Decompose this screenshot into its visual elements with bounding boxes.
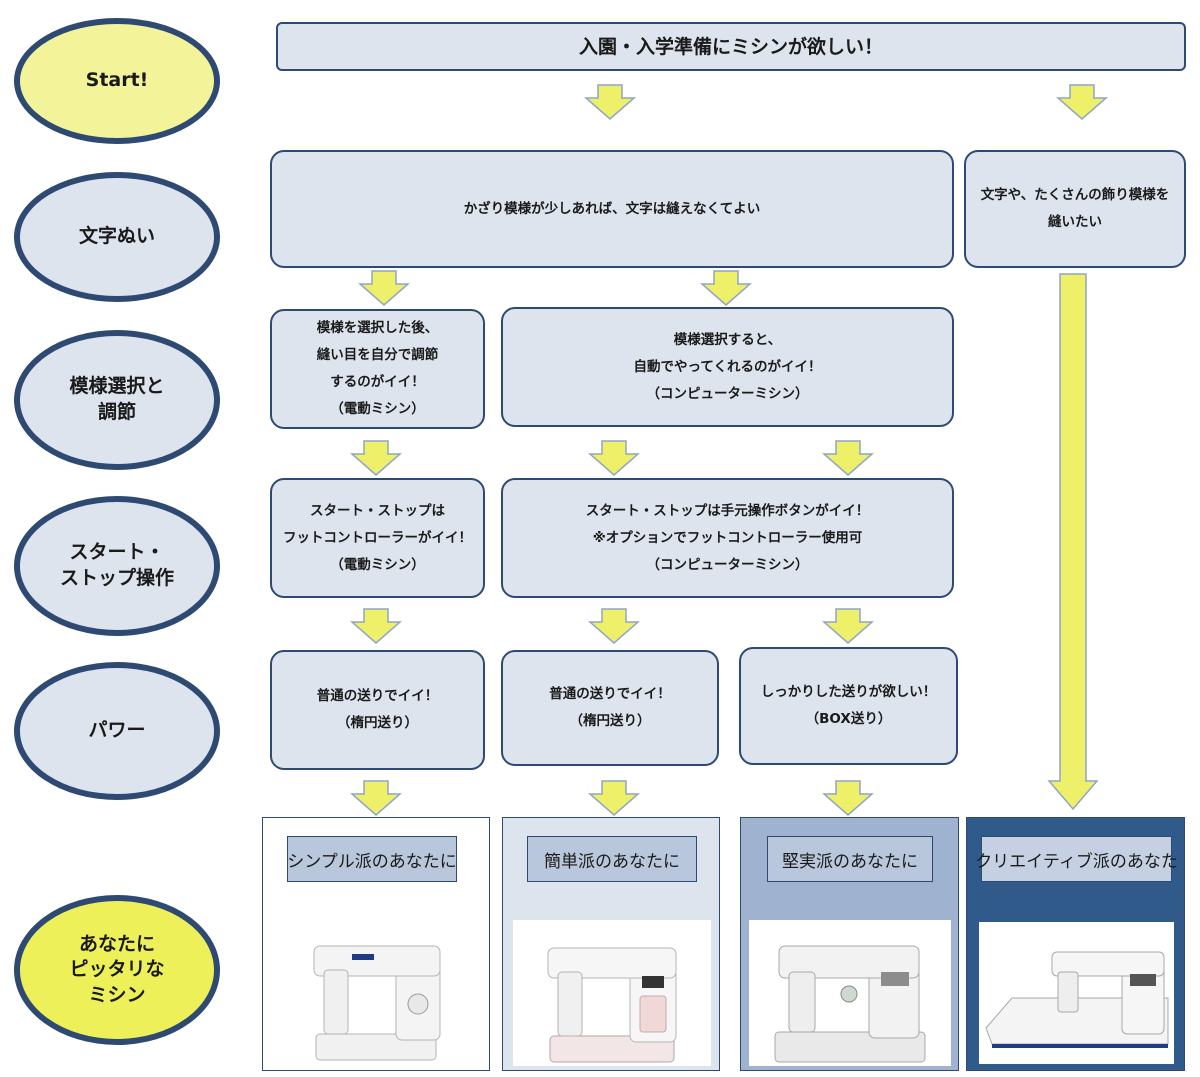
sewing-machine-icon [984, 951, 1168, 1048]
stage-pattern: 模様選択と 調節 [14, 330, 220, 470]
sewing-machine-image [273, 918, 479, 1064]
arrow-banner-left [584, 84, 636, 120]
result-tag-easy: 簡単派のあなたに [527, 836, 697, 882]
result-tag-solid: 堅実派のあなたに [767, 836, 933, 882]
arrow-moji-electric [358, 270, 410, 306]
pattern-electric-box: 模様を選択した後、 縫い目を自分で調節 するのがイイ！ （電動ミシン） [270, 309, 485, 429]
startstop-computer-box: スタート・ストップは手元操作ボタンがイイ！ ※オプションでフットコントローラー使… [501, 478, 954, 598]
arrow-pattern-computer-left [588, 440, 640, 476]
result-panel-easy: 簡単派のあなたに [502, 817, 720, 1071]
power-c-box: しっかりした送りが欲しい！ （BOX送り） [739, 647, 958, 765]
result-panel-solid: 堅実派のあなたに [740, 817, 959, 1071]
sewing-machine-icon [547, 947, 677, 1063]
top-banner: 入園・入学準備にミシンが欲しい！ [276, 22, 1186, 71]
arrow-power-c [822, 780, 874, 816]
power-a-box: 普通の送りでイイ！ （楕円送り） [270, 650, 485, 770]
stage-moji: 文字ぬい [14, 172, 220, 302]
result-panel-creative: クリエイティブ派のあなた [966, 817, 1185, 1071]
stage-start: Start! [14, 18, 220, 144]
arrow-banner-right [1056, 84, 1108, 120]
stage-power: パワー [14, 662, 220, 800]
arrow-startstop-electric [350, 608, 402, 644]
moji-simple-box: かざり模様が少しあれば、文字は縫えなくてよい [270, 150, 954, 268]
sewing-machine-image [513, 920, 711, 1066]
sewing-machine-image [749, 920, 951, 1066]
arrow-pattern-electric [350, 440, 402, 476]
result-tag-simple: シンプル派のあなたに [287, 836, 457, 882]
result-panel-simple: シンプル派のあなたに [262, 817, 490, 1071]
stage-startstop: スタート・ ストップ操作 [14, 496, 220, 636]
arrow-startstop-computer-right [822, 608, 874, 644]
startstop-electric-box: スタート・ストップは フットコントローラーがイイ！ （電動ミシン） [270, 478, 485, 598]
arrow-pattern-computer-right [822, 440, 874, 476]
arrow-startstop-computer-left [588, 608, 640, 644]
arrow-power-b [588, 780, 640, 816]
sewing-machine-icon [313, 945, 441, 1061]
stage-result: あなたに ピッタリな ミシン [14, 895, 220, 1045]
moji-creative-box: 文字や、たくさんの飾り模様を 縫いたい [964, 150, 1186, 268]
arrow-moji-computer [700, 270, 752, 306]
arrow-creative-long [1047, 273, 1099, 811]
power-b-box: 普通の送りでイイ！ （楕円送り） [501, 650, 719, 766]
sewing-machine-icon [774, 945, 926, 1063]
sewing-machine-image [979, 922, 1174, 1064]
arrow-power-a [350, 780, 402, 816]
result-tag-creative: クリエイティブ派のあなた [975, 836, 1178, 882]
pattern-computer-box: 模様選択すると、 自動でやってくれるのがイイ！ （コンピューターミシン） [501, 307, 954, 427]
